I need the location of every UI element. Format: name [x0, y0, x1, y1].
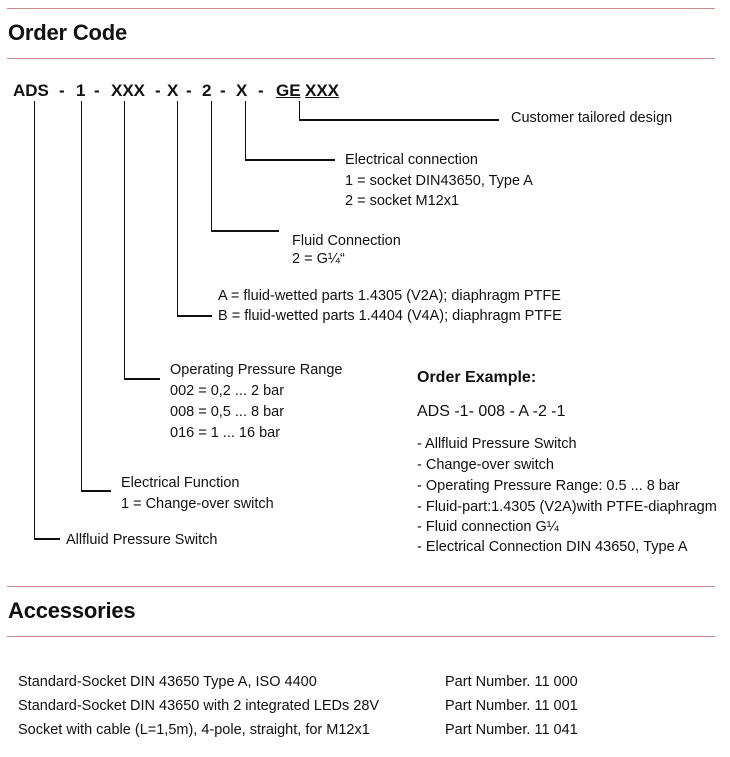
order-example-item: - Operating Pressure Range: 0.5 ... 8 ba… — [417, 478, 680, 494]
accessories-rule — [7, 636, 715, 637]
code-token-pressure: XXX — [111, 81, 146, 100]
fluid-parts-option: B = fluid-wetted parts 1.4404 (V4A); dia… — [218, 308, 562, 324]
accessory-part-number: Part Number. 11 000 — [445, 674, 578, 690]
code-token-fluid: 2 — [202, 81, 212, 100]
pressure-range-option: 008 = 0,5 ... 8 bar — [170, 404, 285, 420]
code-token-dash: - — [258, 81, 264, 100]
code-token-dash: - — [186, 81, 192, 100]
electrical-connection-option: 2 = socket M12x1 — [345, 193, 460, 209]
accessory-description: Socket with cable (L=1,5m), 4-pole, stra… — [18, 722, 370, 738]
accessory-part-number: Part Number. 11 041 — [445, 722, 578, 738]
fluid-connection-title: Fluid Connection — [292, 233, 401, 249]
top-rule — [7, 8, 715, 9]
order-example-item: - Change-over switch — [417, 457, 554, 473]
accessory-description: Standard-Socket DIN 43650 Type A, ISO 44… — [18, 674, 317, 690]
accessory-description: Standard-Socket DIN 43650 with 2 integra… — [18, 698, 380, 714]
connector-customer-h — [299, 119, 499, 121]
accessories-top-rule — [7, 586, 715, 587]
connector-fluid-conn-h — [211, 230, 279, 232]
code-token-dash: - — [220, 81, 226, 100]
connector-fluid-conn-v — [211, 101, 212, 231]
code-token-function: 1 — [76, 81, 86, 100]
pressure-range-option: 016 = 1 ... 16 bar — [170, 425, 281, 441]
order-code-heading: Order Code — [8, 20, 128, 45]
code-token-dash: - — [155, 81, 161, 100]
connector-pressure-h — [124, 378, 160, 380]
code-token-dash: - — [59, 81, 65, 100]
pressure-range-option: 002 = 0,2 ... 2 bar — [170, 383, 285, 399]
electrical-connection-option: 1 = socket DIN43650, Type A — [345, 173, 533, 189]
connector-elec-conn-h — [245, 159, 335, 161]
connector-customer-v — [299, 101, 300, 120]
fluid-connection-option: 2 = G¼“ — [292, 251, 345, 267]
accessory-part-number: Part Number. 11 001 — [445, 698, 578, 714]
code-token-material: X — [167, 81, 179, 100]
electrical-function-option: 1 = Change-over switch — [121, 496, 274, 512]
connector-elec-conn-v — [245, 101, 246, 160]
order-code-rule — [7, 58, 715, 59]
order-example-item: - Fluid connection G¼ — [417, 519, 559, 535]
electrical-function-title: Electrical Function — [121, 475, 240, 491]
connector-function-v — [81, 101, 82, 491]
connector-function-h — [81, 490, 111, 492]
order-example-item: - Electrical Connection DIN 43650, Type … — [417, 539, 688, 555]
product-label: Allfluid Pressure Switch — [66, 532, 218, 548]
code-token-ge: GE — [276, 81, 301, 100]
connector-material-v — [177, 101, 178, 316]
accessories-heading: Accessories — [8, 598, 136, 623]
order-example-code: ADS -1- 008 - A -2 -1 — [417, 403, 566, 420]
connector-pressure-v — [124, 101, 125, 379]
fluid-parts-option: A = fluid-wetted parts 1.4305 (V2A); dia… — [218, 288, 561, 304]
customer-design-label: Customer tailored design — [511, 110, 673, 126]
connector-product-v — [34, 101, 35, 539]
code-token-custom: XXX — [305, 81, 340, 100]
connector-material-h — [177, 315, 212, 317]
code-token-connection: X — [236, 81, 248, 100]
code-token-dash: - — [94, 81, 100, 100]
order-example-item: - Fluid-part:1.4305 (V2A)with PTFE-diaph… — [417, 499, 717, 515]
code-token-ads: ADS — [13, 81, 49, 100]
connector-product-h — [34, 538, 60, 540]
order-example-title: Order Example: — [417, 369, 537, 386]
electrical-connection-title: Electrical connection — [345, 152, 478, 168]
order-example-item: - Allfluid Pressure Switch — [417, 436, 577, 452]
pressure-range-title: Operating Pressure Range — [170, 362, 343, 378]
